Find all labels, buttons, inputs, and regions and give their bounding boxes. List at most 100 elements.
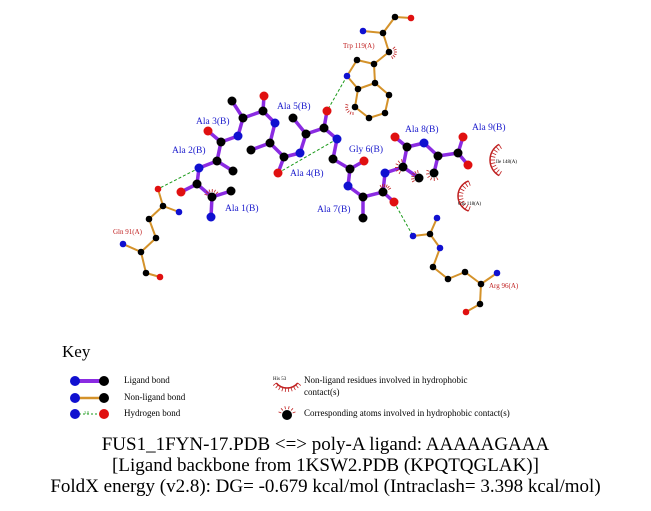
atom-C <box>444 275 452 283</box>
atom-C <box>371 79 379 87</box>
atom-N <box>343 181 353 191</box>
ligand-residue-label: Ala 5(B) <box>277 101 311 112</box>
atom-C <box>429 263 437 271</box>
hbond-residue-label: Trp 119(A) <box>343 42 375 50</box>
bond <box>382 16 396 34</box>
atom-N <box>332 134 342 144</box>
atom-C <box>414 173 424 183</box>
bond <box>464 271 482 285</box>
atom-C <box>426 230 434 238</box>
atom-O <box>176 187 186 197</box>
atom-C <box>378 187 388 197</box>
atom-C <box>345 164 355 174</box>
caption-line-1: FUS1_1FYN-17.PDB <=> poly-A ligand: AAAA… <box>101 434 550 455</box>
atom-C <box>379 29 387 37</box>
atom-C <box>328 154 338 164</box>
hydrophobic-residue-label: Glu 118(A) <box>458 202 481 207</box>
atom-C <box>212 156 222 166</box>
atom-C <box>351 103 359 111</box>
ligand-residue-label: Gly 6(B) <box>349 144 383 155</box>
atom-C <box>365 114 373 122</box>
legend-nonligand-bond: Non-ligand bond <box>124 392 186 402</box>
atom-O <box>389 197 399 207</box>
hydrophobic-atom-icon <box>278 406 296 420</box>
atom-C <box>402 142 412 152</box>
atom-C <box>453 148 463 158</box>
atom-C <box>258 106 268 116</box>
atom-N <box>493 269 501 277</box>
atom-C <box>391 13 399 21</box>
ligand-residue-label: Ala 7(B) <box>317 204 351 215</box>
atom-O <box>154 185 162 193</box>
legend-example-residue: His 53 <box>273 377 287 382</box>
atom-C <box>354 85 362 93</box>
hydrogen-bond <box>157 167 200 190</box>
legend-hydrophobic-atoms: Corresponding atoms involved in hydropho… <box>304 408 510 418</box>
caption-line-3: FoldX energy (v2.8): DG= -0.679 kcal/mol… <box>50 476 601 497</box>
hbond-residue-label: Gln 91(A) <box>113 228 143 236</box>
atom-N <box>119 240 127 248</box>
atom-N <box>409 232 417 240</box>
caption-line-2: [Ligand backbone from 1KSW2.PDB (KPQTQGL… <box>112 455 539 476</box>
atom-C <box>265 138 275 148</box>
atom-N <box>343 72 351 80</box>
ligand-residue-label: Ala 8(B) <box>405 124 439 135</box>
atom-C <box>319 123 329 133</box>
hbond-residue-label: Arg 96(A) <box>489 282 519 290</box>
atom-C <box>288 113 298 123</box>
atom-N <box>270 118 280 128</box>
atom-C <box>385 48 393 56</box>
atom-N <box>419 138 429 148</box>
legend-nitrogen-atom <box>70 376 80 386</box>
atom-C <box>159 202 167 210</box>
atom-N <box>206 212 216 222</box>
atom-C <box>216 137 226 147</box>
atom-C <box>207 192 217 202</box>
residue-gln91 <box>119 185 183 281</box>
atom-N <box>359 27 367 35</box>
hydrophobic-arc-icon <box>272 382 302 392</box>
atom-N <box>295 148 305 158</box>
ligand-residue-label: Ala 1(B) <box>225 203 259 214</box>
atom-O <box>259 91 269 101</box>
interaction-diagram: Ala 1(B) Ala 2(B) Ala 3(B) Ala 4(B) Ala 5(B)… <box>113 13 519 316</box>
ligand-residue-label: Ala 2(B) <box>172 145 206 156</box>
atom-C <box>246 145 256 155</box>
atom-C <box>370 60 378 68</box>
atom-C <box>353 56 361 64</box>
atom-C <box>192 179 202 189</box>
atom-C <box>226 186 236 196</box>
atom-C <box>227 96 237 106</box>
atom-C <box>398 162 408 172</box>
bond <box>382 32 390 53</box>
legend-graphics <box>70 376 302 420</box>
atom-O <box>458 132 468 142</box>
atom-O <box>203 126 213 136</box>
atom-C <box>358 213 368 223</box>
atom-C <box>152 234 160 242</box>
bond <box>148 218 157 239</box>
ligand-residue-label: Ala 9(B) <box>472 122 506 133</box>
atom-O <box>407 14 415 22</box>
atom-C <box>145 215 153 223</box>
ligand-residue-label: Ala 4(B) <box>290 168 324 179</box>
atom-C <box>142 269 150 277</box>
atom-O <box>390 132 400 142</box>
atom-O <box>359 156 369 166</box>
hydrophobic-residue-label: Ile 148(A) <box>496 160 517 165</box>
atom-N <box>233 131 243 141</box>
legend-hydrophobic-residues: Non-ligand residues involved in hydropho… <box>304 375 468 385</box>
bond <box>479 283 482 305</box>
legend-hbond-distance: 3.0 <box>84 410 89 415</box>
atom-O <box>463 160 473 170</box>
ligand-residue-label: Ala 3(B) <box>196 116 230 127</box>
atom-N <box>380 168 390 178</box>
atom-N <box>436 244 444 252</box>
bond <box>140 237 157 253</box>
atom-C <box>279 152 289 162</box>
atom-O <box>273 168 283 178</box>
atom-N <box>194 163 204 173</box>
bond <box>432 247 441 268</box>
atom-C <box>228 166 238 176</box>
